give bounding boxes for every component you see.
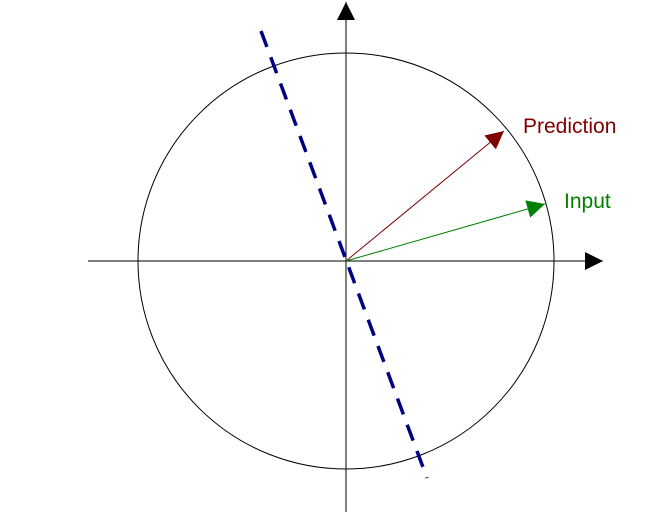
input-vector	[345, 200, 546, 262]
input-label: Input	[564, 190, 611, 213]
dashed-boundary-line	[259, 30, 429, 479]
prediction-vector	[345, 130, 505, 262]
prediction-label: Prediction	[523, 115, 616, 138]
